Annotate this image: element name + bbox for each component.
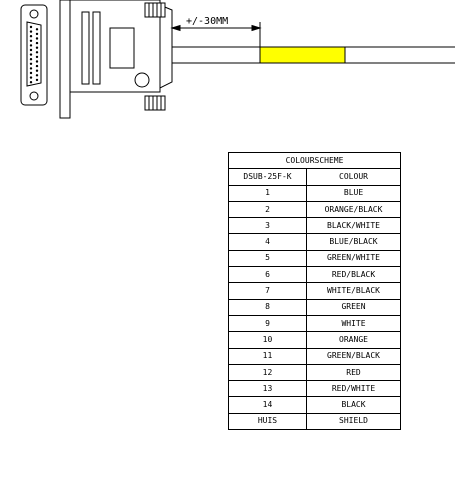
- colour-cell: BLUE: [305, 184, 402, 202]
- colour-cell: SHIELD: [305, 412, 402, 431]
- pin: [35, 69, 39, 72]
- pin: [35, 78, 39, 82]
- cable-drawing: +/-30MM: [20, 0, 455, 119]
- pin: [35, 46, 39, 49]
- pin: [35, 60, 39, 63]
- colour-cell: RED/BLACK: [305, 266, 402, 284]
- pin: [29, 25, 33, 29]
- screw-top: [144, 2, 166, 18]
- housing-slot-1: [81, 11, 90, 85]
- colour-cell: BLACK: [305, 396, 402, 414]
- pin: [35, 55, 39, 59]
- pin-cell: 14: [228, 396, 307, 414]
- pin-cell: 10: [228, 331, 307, 349]
- dimension-line: [170, 22, 262, 47]
- pin-cell: 2: [228, 200, 307, 219]
- colour-cell: ORANGE: [305, 331, 402, 349]
- pin-cell: 9: [228, 314, 307, 333]
- dimension-label: +/-30MM: [186, 16, 228, 27]
- housing-slot-2: [92, 11, 101, 85]
- mounting-hole-bottom: [29, 91, 39, 101]
- pin-cell: 6: [228, 266, 307, 284]
- pin: [29, 62, 33, 65]
- colour-cell: WHITE/BLACK: [305, 282, 402, 300]
- cable-strain-relief: [159, 4, 173, 89]
- colour-cell: BLUE/BLACK: [305, 233, 402, 251]
- pin: [29, 44, 33, 47]
- colour-cell: ORANGE/BLACK: [305, 200, 402, 219]
- colour-cell: WHITE: [305, 314, 402, 333]
- pin: [35, 28, 39, 31]
- pin-cell: 1: [228, 184, 307, 202]
- dsub-side-view: [59, 0, 173, 119]
- pin: [35, 37, 39, 40]
- pin: [29, 71, 33, 75]
- pin-cell: 4: [228, 233, 307, 251]
- header-colour: COLOUR: [305, 168, 402, 186]
- pin-cell: HUIS: [228, 412, 307, 431]
- cable-marker-sleeve: [259, 46, 346, 64]
- mounting-flange: [59, 0, 71, 119]
- pin: [29, 67, 33, 70]
- colour-cell: RED/WHITE: [305, 380, 402, 398]
- colour-cell: GREEN: [305, 298, 402, 316]
- pin-cell: 12: [228, 363, 307, 382]
- header-pin: DSUB-25F-K: [228, 168, 307, 186]
- pin: [29, 30, 33, 33]
- colour-cell: RED: [305, 363, 402, 382]
- colour-cell: GREEN/WHITE: [305, 249, 402, 268]
- pin: [29, 53, 33, 56]
- pin: [35, 41, 39, 45]
- screw-bottom: [144, 95, 166, 111]
- mounting-hole-top: [29, 9, 39, 19]
- connector-pins: [29, 25, 39, 84]
- pin: [29, 58, 33, 61]
- pin: [35, 64, 39, 68]
- pin: [29, 48, 33, 52]
- pin: [29, 39, 33, 42]
- pin: [35, 74, 39, 77]
- pin: [29, 35, 33, 38]
- pin: [29, 81, 33, 84]
- table-title: COLOURSCHEME: [227, 151, 402, 170]
- connector-shell: [26, 21, 42, 87]
- pin-cell: 5: [228, 249, 307, 268]
- pin: [29, 76, 33, 79]
- pin: [35, 32, 39, 36]
- colour-cell: GREEN/BLACK: [305, 347, 402, 365]
- pin-cell: 13: [228, 380, 307, 398]
- pin-cell: 11: [228, 347, 307, 365]
- pin: [35, 51, 39, 54]
- colour-cell: BLACK/WHITE: [305, 217, 402, 235]
- dsub-front-view: [20, 4, 48, 106]
- locking-screw-head: [134, 72, 150, 88]
- pin-cell: 3: [228, 217, 307, 235]
- pin-cell: 8: [228, 298, 307, 316]
- pin-cell: 7: [228, 282, 307, 300]
- cable: [172, 46, 455, 64]
- housing-label-window: [109, 27, 135, 69]
